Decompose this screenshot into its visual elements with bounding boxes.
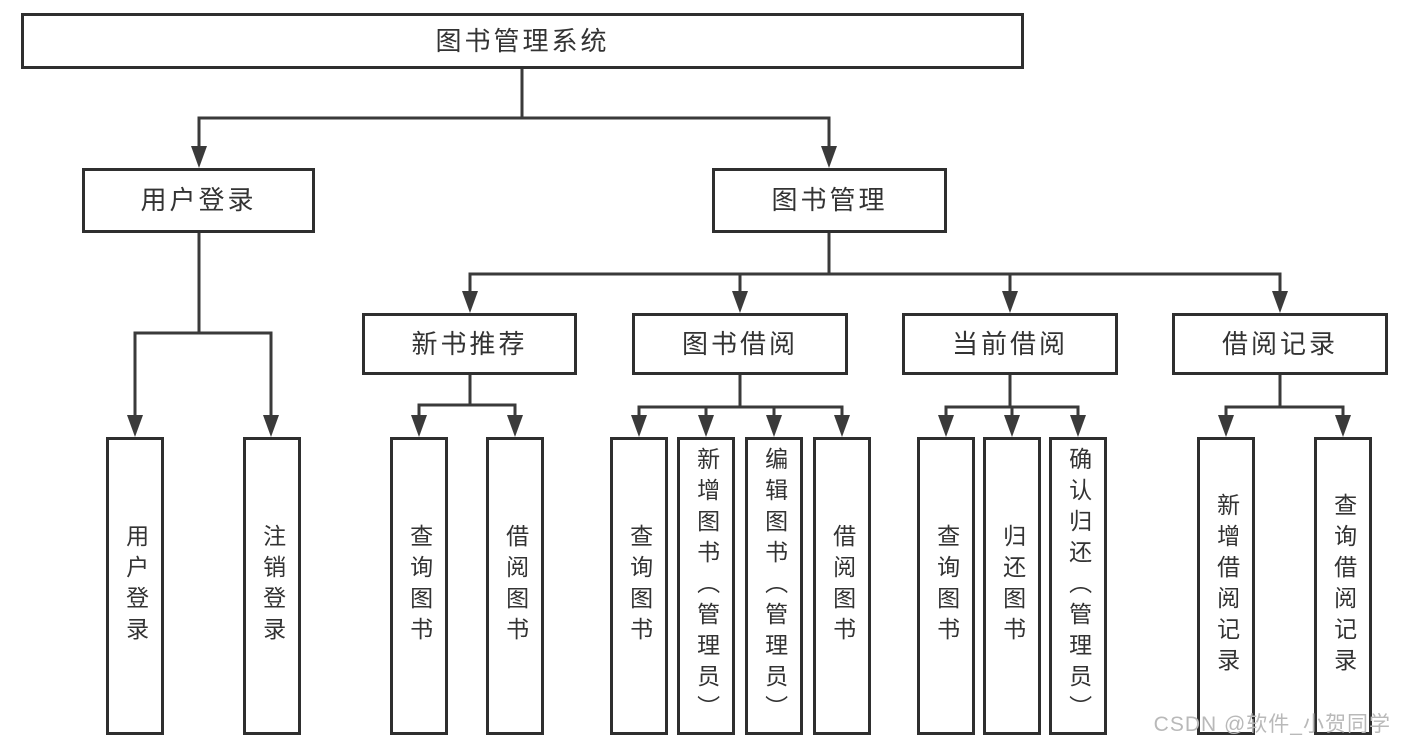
- node-borrowing-records: 借阅记录: [1172, 313, 1388, 375]
- node-book-borrowing: 图书借阅: [632, 313, 848, 375]
- leaf-borrow-book-borrowing: 借阅图书: [813, 437, 871, 735]
- csdn-watermark: CSDN @软件_小贺同学: [1153, 713, 1391, 736]
- leaf-query-book-borrowing: 查询图书: [610, 437, 668, 735]
- leaf-logout-login: 注销登录: [243, 437, 301, 735]
- leaf-query-book-current: 查询图书: [917, 437, 975, 735]
- leaf-user-login: 用户登录: [106, 437, 164, 735]
- leaf-confirm-return-admin: 确认归还（管理员）: [1049, 437, 1107, 735]
- leaf-add-book-admin: 新增图书（管理员）: [677, 437, 735, 735]
- leaf-query-book-recommend: 查询图书: [390, 437, 448, 735]
- leaf-query-borrow-record: 查询借阅记录: [1314, 437, 1372, 735]
- node-current-borrowing: 当前借阅: [902, 313, 1118, 375]
- node-user-login: 用户登录: [82, 168, 315, 233]
- leaf-add-borrow-record: 新增借阅记录: [1197, 437, 1255, 735]
- node-library-system: 图书管理系统: [21, 13, 1024, 69]
- leaf-borrow-book-recommend: 借阅图书: [486, 437, 544, 735]
- node-new-book-recommend: 新书推荐: [362, 313, 577, 375]
- leaf-edit-book-admin: 编辑图书（管理员）: [745, 437, 803, 735]
- node-book-management: 图书管理: [712, 168, 947, 233]
- leaf-return-book: 归还图书: [983, 437, 1041, 735]
